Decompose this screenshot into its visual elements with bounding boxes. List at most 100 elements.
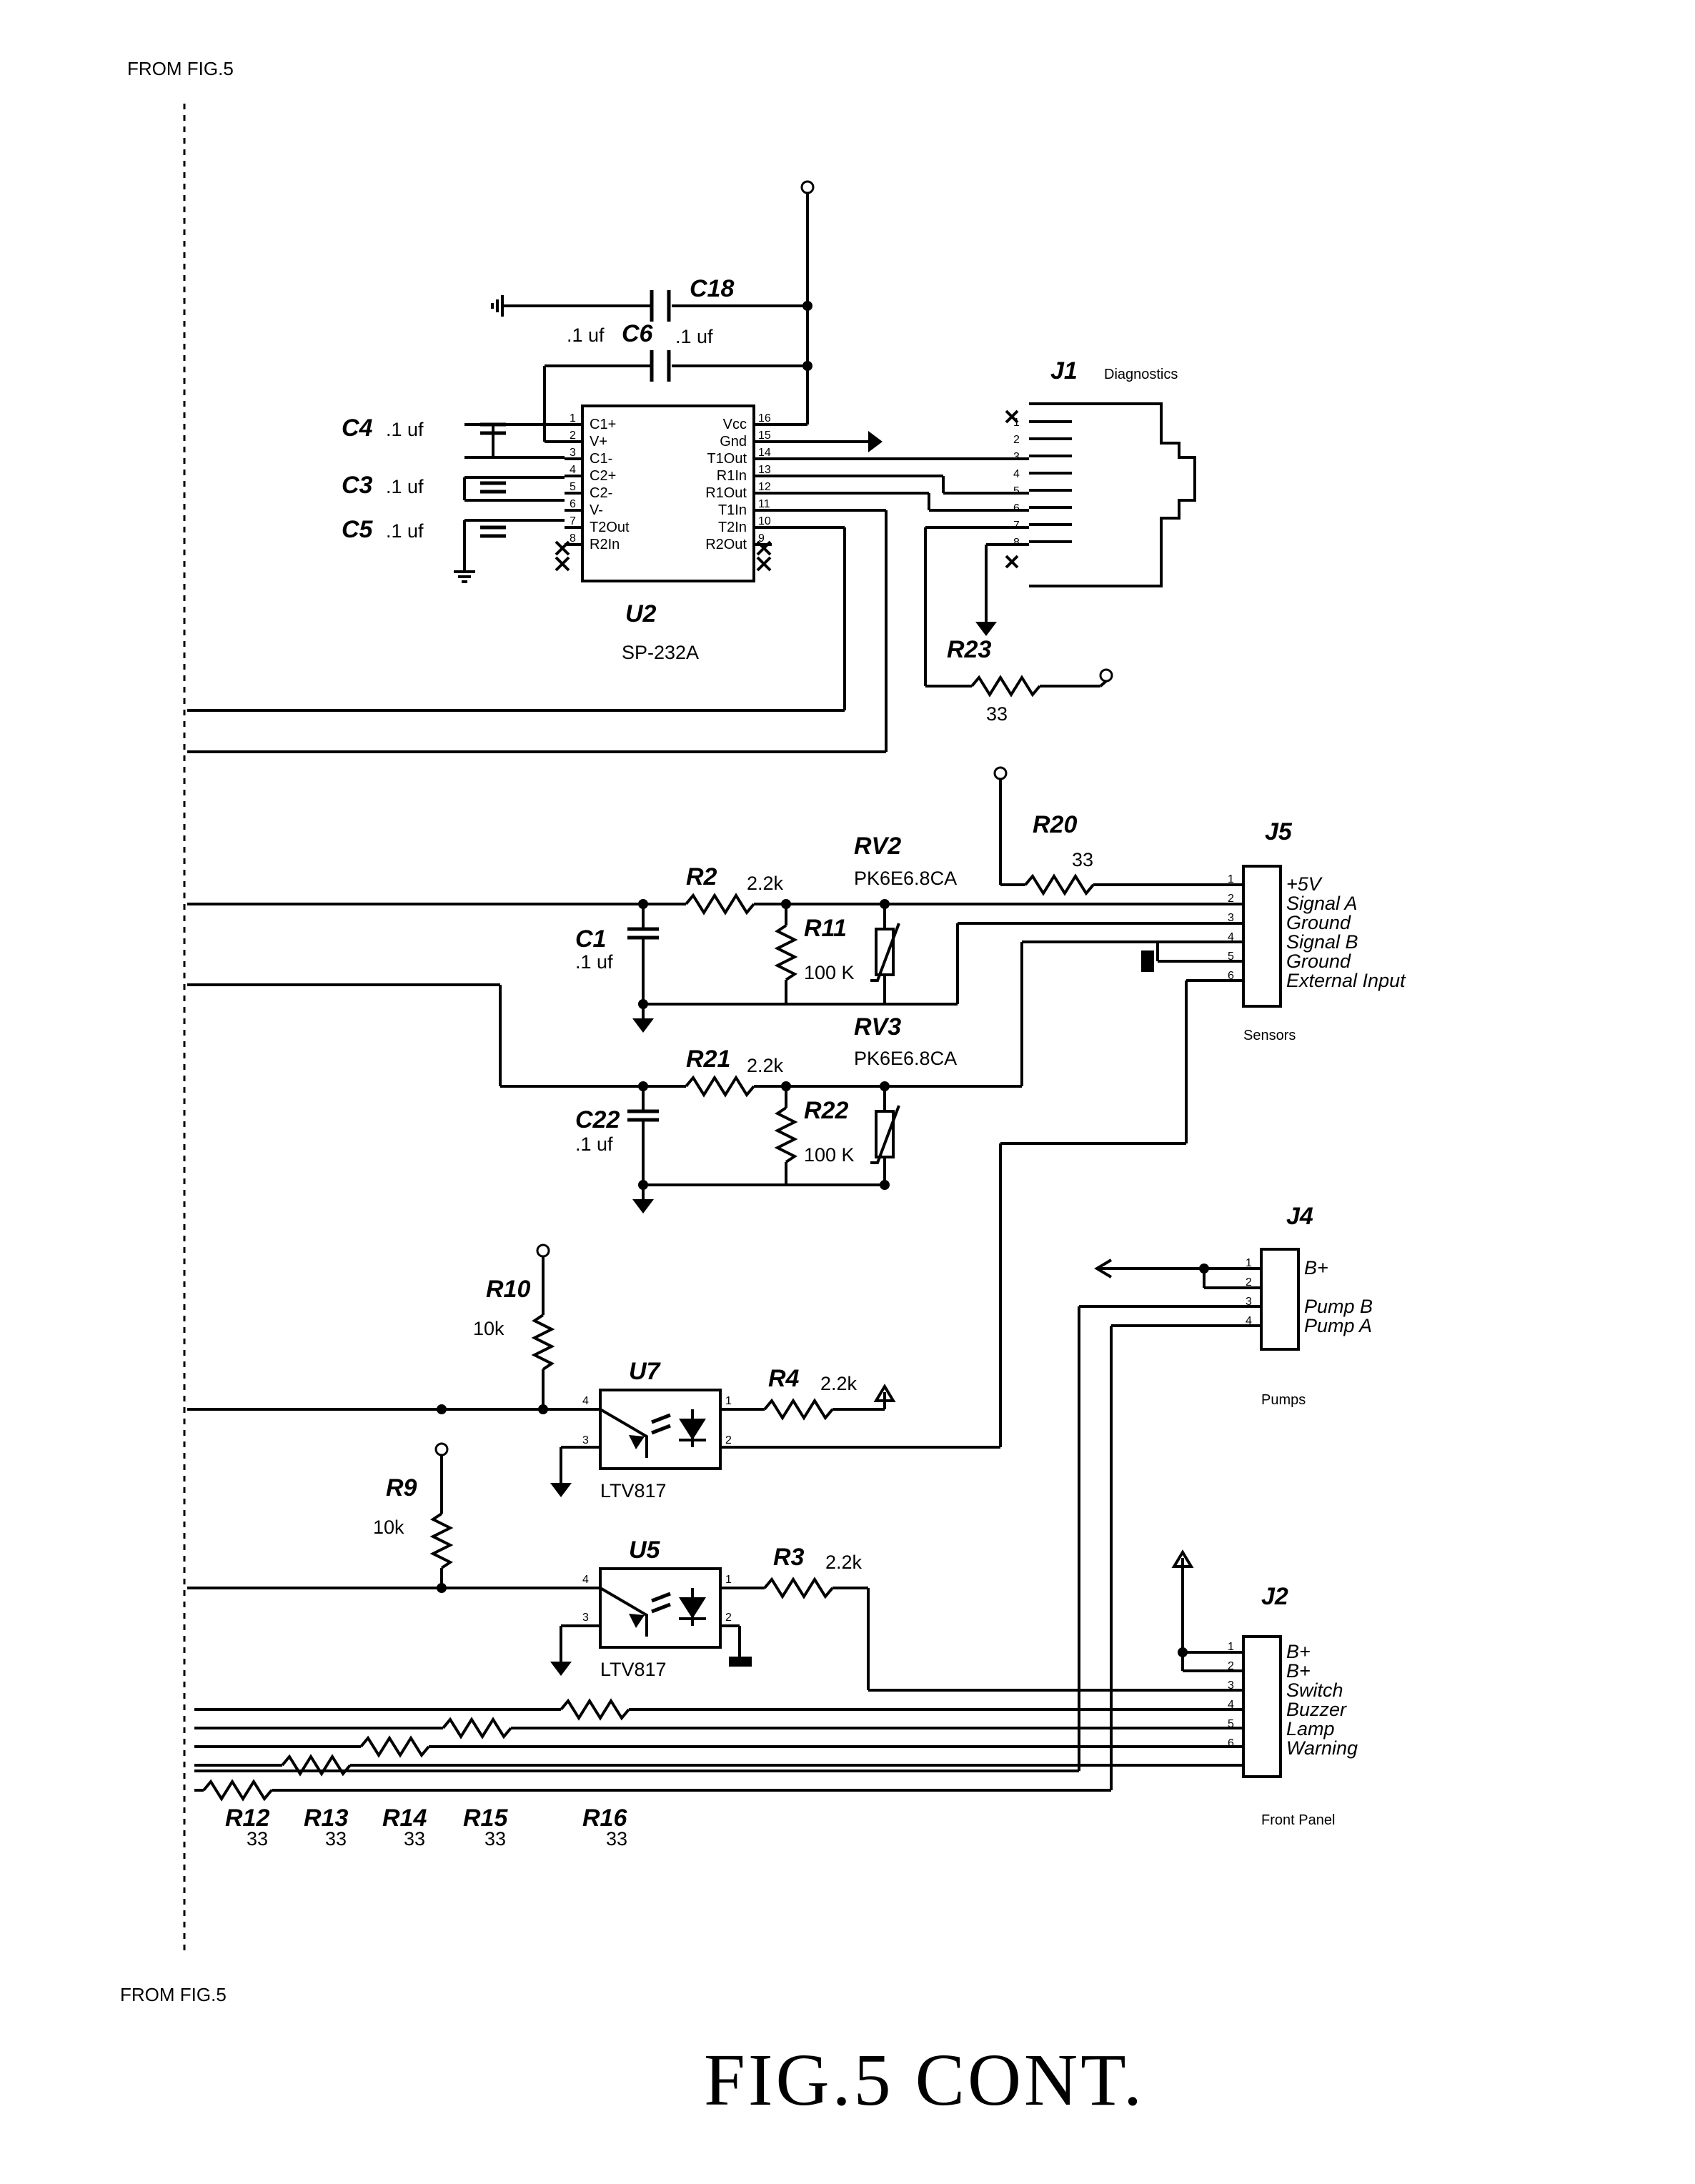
r11-ref: R11 (804, 915, 847, 942)
j1-no-connect (1005, 409, 1019, 569)
c18-value: .1 uf (675, 326, 713, 347)
j5-pin-label: Ground (1286, 950, 1351, 972)
u2-pin-name: T2Out (590, 520, 630, 535)
j2-pin-label: Buzzer (1286, 1699, 1347, 1720)
j1-ref: J1 (1050, 357, 1078, 384)
figure-caption: FIG.5 CONT. (704, 2039, 1145, 2121)
j4-pin-label: B+ (1304, 1257, 1328, 1279)
j1-pin-number: 8 (1013, 537, 1020, 549)
c5-ground (452, 555, 477, 583)
j5-pin-label: +5V (1286, 873, 1323, 895)
c18-ref: C18 (690, 275, 734, 302)
j4-pin-number: 1 (1246, 1257, 1252, 1269)
j4-ref: J4 (1286, 1203, 1313, 1230)
r14-value: 33 (404, 1828, 425, 1850)
u2-pin-name: Vcc (723, 417, 747, 432)
c6-value: .1 uf (567, 324, 605, 346)
r20-supply-terminal (993, 766, 1008, 780)
u7-part: LTV817 (600, 1480, 667, 1502)
u2-pin-number: 12 (758, 481, 771, 493)
c3-capacitor (463, 476, 565, 502)
u2-pin-number: 1 (570, 412, 576, 425)
rv2-part: PK6E6.8CA (854, 868, 957, 889)
u7-pin2: 2 (725, 1434, 732, 1446)
c3-ref: C3 (342, 472, 373, 499)
r12-ref: R12 (225, 1805, 269, 1832)
c22-ref: C22 (575, 1106, 620, 1133)
c5-capacitor (463, 519, 565, 556)
u2-pin-number: 7 (570, 515, 576, 527)
c4-value: .1 uf (386, 419, 424, 440)
u5-pin2: 2 (725, 1612, 732, 1624)
j5-pin-label: Signal B (1286, 931, 1358, 953)
c18-ground (491, 294, 520, 318)
u5-pin1: 1 (725, 1574, 732, 1586)
j5-title: Sensors (1243, 1028, 1296, 1043)
u2-pin-number: 14 (758, 447, 771, 459)
r16-ref: R16 (582, 1805, 627, 1832)
r14-ref: R14 (382, 1805, 427, 1832)
u7-pin1: 1 (725, 1395, 732, 1407)
vcc-terminal-top (800, 180, 815, 194)
c1-ref: C1 (575, 925, 606, 953)
r11-value: 100 K (804, 962, 855, 983)
r15-value: 33 (484, 1828, 506, 1850)
u5-part: LTV817 (600, 1659, 667, 1680)
r3-value: 2.2k (825, 1552, 863, 1573)
u2-pin-name: C2- (590, 485, 612, 501)
r12-value: 33 (247, 1828, 268, 1850)
j2-pin-label: B+ (1286, 1660, 1311, 1682)
j5-pin-number: 4 (1228, 931, 1234, 943)
u2-pin-name: R1Out (705, 485, 747, 501)
j5-pin-number: 1 (1228, 873, 1234, 885)
j2-pin-label: Lamp (1286, 1718, 1335, 1739)
c22-ground (631, 1183, 655, 1215)
j1-pin-number: 7 (1013, 520, 1020, 532)
c1-ground (631, 1003, 655, 1034)
u5-pin3: 3 (582, 1612, 589, 1624)
j5-pin-label: Ground (1286, 912, 1351, 933)
c4-ref: C4 (342, 415, 373, 442)
r13-ref: R13 (304, 1805, 348, 1832)
r2-value: 2.2k (747, 873, 784, 894)
u2-pin-name: Gnd (720, 434, 747, 450)
u2-gnd-symbol (853, 430, 884, 454)
u5-optocoupler: 4 3 1 2 U5 LTV817 (582, 1537, 732, 1680)
r22-value: 100 K (804, 1144, 855, 1166)
j1-pin-number: 2 (1013, 434, 1020, 446)
u2-pin-name: V- (590, 502, 603, 518)
j4-pin-number: 2 (1246, 1276, 1252, 1289)
u2-pin-number: 5 (570, 481, 576, 493)
j1-title: Diagnostics (1104, 367, 1178, 382)
u5-ground-symbol (729, 1657, 752, 1667)
r16-value: 33 (606, 1828, 627, 1850)
c6-ref: C6 (622, 320, 654, 347)
u7-optocoupler: 4 3 1 2 U7 LTV817 (582, 1358, 732, 1502)
r10-value: 10k (473, 1318, 504, 1339)
front-panel-resistor-bus (194, 1698, 1243, 1802)
r9-ref: R9 (386, 1474, 417, 1502)
j2-pin-label: Switch (1286, 1679, 1343, 1701)
u2-part: SP-232A (622, 642, 699, 663)
j1-pin-number: 5 (1013, 485, 1020, 497)
u2-pin-name: T1Out (707, 451, 747, 467)
u5-ref: U5 (629, 1537, 661, 1564)
j2-pin-label: Warning (1286, 1737, 1358, 1759)
u2-pin-name: T2In (718, 520, 747, 535)
u2-pin-number: 11 (758, 498, 770, 510)
c1-value: .1 uf (575, 951, 613, 973)
u2-pin-name: C1- (590, 451, 612, 467)
u2-pin-name: T1In (718, 502, 747, 518)
r21-value: 2.2k (747, 1055, 784, 1076)
u7-pin3: 3 (582, 1434, 589, 1446)
u2-pin-name: R2In (590, 537, 620, 552)
r2-ref: R2 (686, 863, 717, 890)
j2-ref: J2 (1261, 1583, 1288, 1610)
u2-pin-number: 9 (758, 532, 765, 545)
j1-pin-number: 4 (1013, 468, 1020, 480)
